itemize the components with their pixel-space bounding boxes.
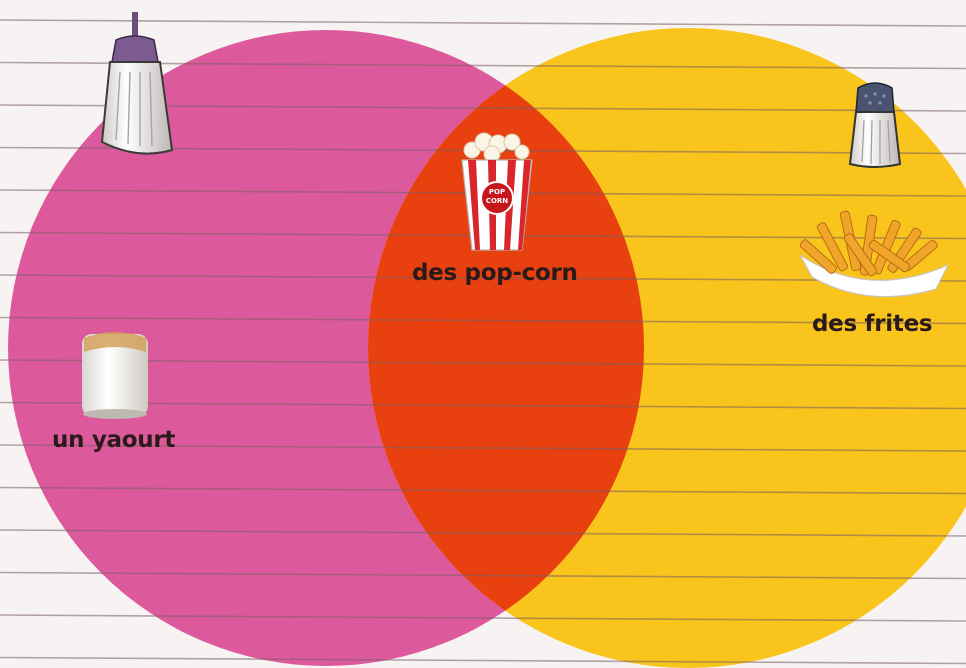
- ruled-line: [0, 571, 966, 580]
- ruled-line: [0, 274, 966, 282]
- ruled-line: [0, 656, 966, 665]
- salt-shaker-icon: [848, 82, 902, 168]
- yogurt-icon: [82, 332, 148, 419]
- popcorn-label: des pop-corn: [412, 260, 578, 286]
- ruled-line: [0, 316, 966, 325]
- yogurt-label: un yaourt: [52, 427, 176, 453]
- ruled-line: [0, 401, 966, 410]
- ruled-line: [0, 444, 966, 452]
- fries-icon: [799, 210, 950, 298]
- ruled-line: [0, 486, 966, 495]
- ruled-line: [0, 359, 966, 367]
- ruled-line: [0, 19, 966, 27]
- sugar-shaker-icon: [100, 12, 174, 155]
- ruled-line: [0, 529, 966, 537]
- fries-label: des frites: [812, 311, 933, 337]
- ruled-line: [0, 614, 966, 622]
